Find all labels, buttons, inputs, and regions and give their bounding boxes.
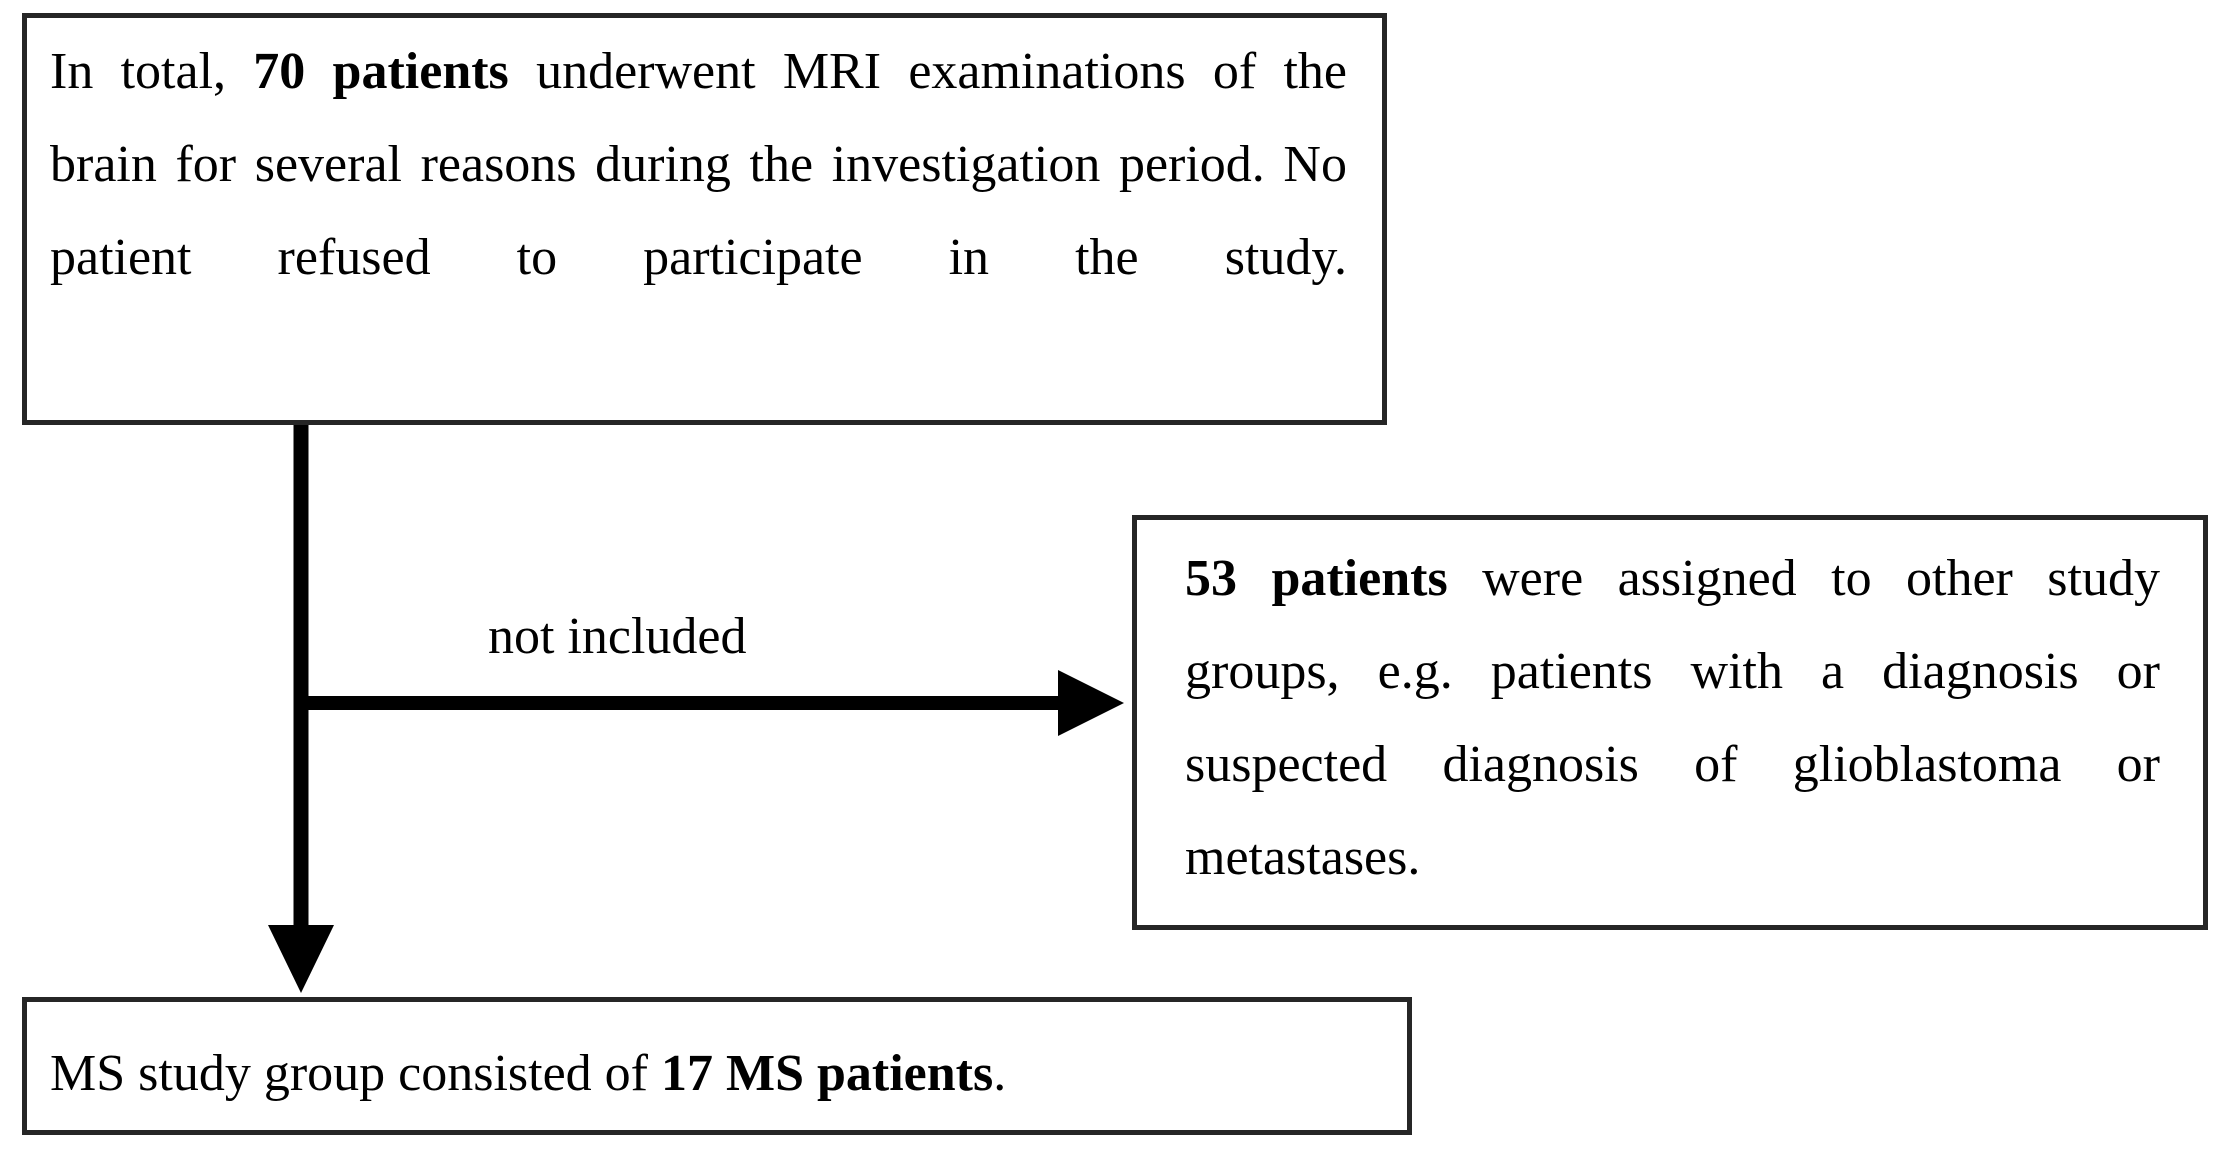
excluded-segment-1: were assigned to other study groups, e.g… [1185, 550, 2160, 886]
not-included-edge-label: not included [488, 608, 747, 665]
right-arrowhead [1058, 670, 1124, 736]
down-arrowhead [268, 925, 334, 993]
study-group-segment-0: MS study group consisted of [50, 1045, 661, 1102]
enrollment-segment-1-bold: 70 patients [253, 43, 509, 100]
enrollment-segment-0: In total, [50, 43, 254, 100]
study-group-segment-1-bold: 17 MS patients [661, 1045, 994, 1102]
study-group-segment-2: . [993, 1045, 1007, 1102]
excluded-box [1132, 515, 2208, 930]
excluded-box-text: 53 patients were assigned to other study… [1185, 532, 2160, 997]
enrollment-box-text: In total, 70 patients underwent MRI exam… [50, 25, 1347, 397]
study-group-box [22, 997, 1412, 1135]
study-group-box-text: MS study group consisted of 17 MS patien… [50, 1027, 1370, 1120]
excluded-segment-0-bold: 53 patients [1185, 550, 1448, 607]
enrollment-box [22, 13, 1387, 425]
enrollment-segment-2: underwent MRI examinations of the brain … [50, 43, 1347, 286]
